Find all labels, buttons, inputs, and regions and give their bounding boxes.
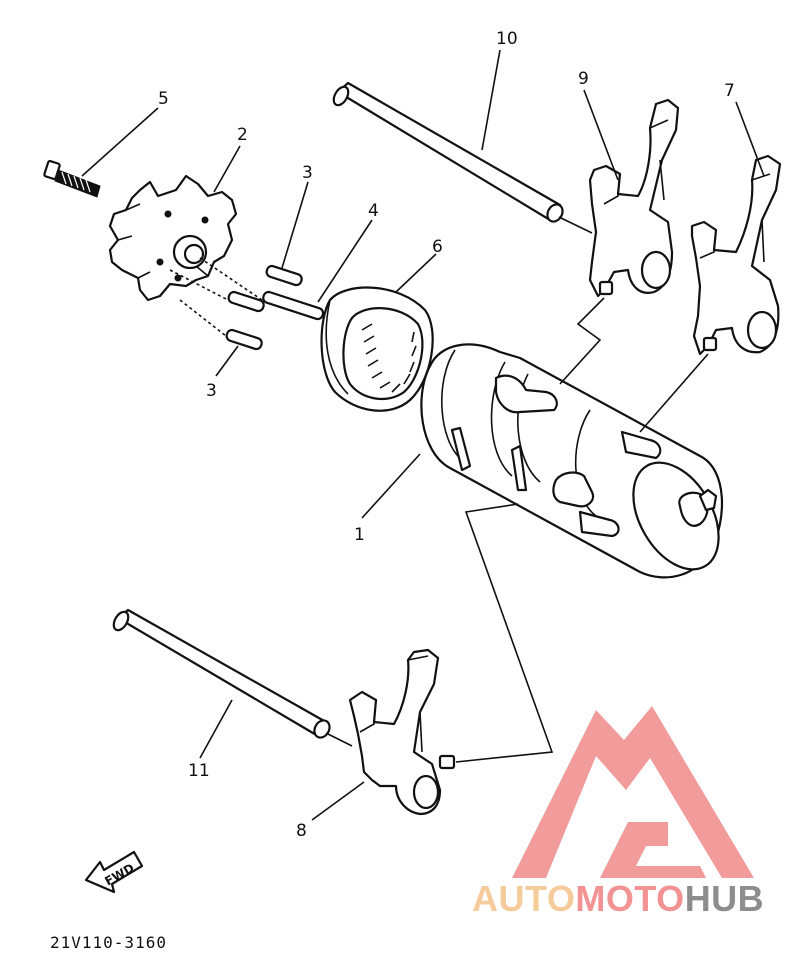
label-2: 2: [237, 125, 248, 145]
logo-triangle-icon: [512, 706, 754, 878]
logo-auto: AUTO: [472, 878, 575, 919]
part-4-pin: [199, 257, 325, 321]
part-6-bearing: [320, 286, 434, 412]
svg-text:AUTOMOTOHUB: AUTOMOTOHUB: [472, 878, 764, 919]
part-11-shift-rod: [112, 608, 353, 747]
label-5: 5: [158, 89, 169, 109]
part-labels: 10 5 2 3 4 6 3 9 7 1 11 8: [158, 29, 735, 841]
label-9: 9: [578, 69, 589, 89]
fwd-arrow: FWD: [84, 850, 144, 894]
part-1-shift-drum: [420, 343, 724, 579]
label-6: 6: [432, 237, 443, 257]
part-2-segment: [108, 174, 238, 302]
logo-hub: HUB: [685, 878, 765, 919]
leader-lines: [81, 49, 765, 821]
label-10: 10: [496, 29, 518, 49]
label-3-bottom: 3: [206, 381, 217, 401]
part-7-shift-fork: [690, 154, 782, 356]
diagram-code: 21V110-3160: [50, 933, 167, 952]
part-9-shift-fork: [588, 98, 680, 298]
automotohub-watermark: AUTOMOTOHUB: [472, 706, 764, 919]
label-8: 8: [296, 821, 307, 841]
part-3-pins: [169, 264, 303, 351]
label-11: 11: [188, 761, 210, 781]
label-3-top: 3: [302, 163, 313, 183]
part-10-shift-rod: [332, 81, 593, 234]
label-7: 7: [724, 81, 735, 101]
label-4: 4: [368, 201, 379, 221]
part-5-bolt: [43, 159, 101, 198]
logo-moto: MOTO: [575, 878, 684, 919]
label-1: 1: [354, 525, 365, 545]
part-8-shift-fork: [348, 648, 456, 816]
